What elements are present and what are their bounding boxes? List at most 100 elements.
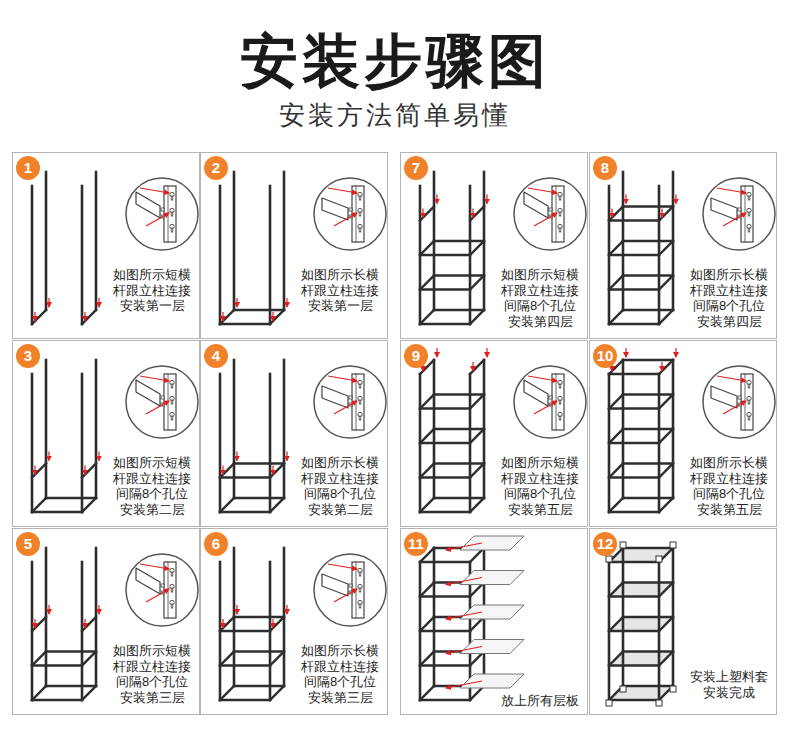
red-arrow: [446, 578, 482, 585]
short-beam: [220, 464, 234, 478]
red-arrow: [84, 619, 85, 628]
upright-post: [233, 172, 236, 310]
detail-circle: [126, 554, 198, 626]
short-beam: [420, 241, 434, 255]
short-beam: [420, 464, 434, 478]
upright-post: [269, 186, 272, 324]
upright-post: [283, 172, 286, 310]
upright-post: [658, 186, 661, 324]
long-beam: [623, 650, 673, 652]
short-beam: [470, 241, 484, 255]
long-beam: [434, 393, 484, 395]
short-beam: [270, 498, 284, 512]
short-beam: [609, 429, 623, 443]
long-beam: [623, 240, 673, 242]
beam-detail: [711, 198, 737, 220]
short-beam: [32, 617, 46, 631]
red-arrow: [661, 209, 662, 218]
short-beam: [609, 464, 623, 478]
detail-circle: [703, 366, 775, 438]
red-arrow: [98, 298, 99, 307]
step-number: 12: [593, 532, 617, 556]
long-beam: [46, 497, 96, 499]
long-beam: [420, 407, 470, 409]
post-detail: [552, 374, 564, 430]
long-beam: [234, 685, 284, 687]
long-beam: [609, 219, 659, 221]
upright-post: [469, 374, 472, 512]
keyhole: [559, 400, 561, 404]
shelf-board: [460, 640, 524, 654]
red-arrow: [286, 298, 287, 307]
long-beam: [434, 497, 484, 499]
long-beam: [420, 476, 470, 478]
long-beam: [623, 581, 673, 583]
red-arrow: [675, 348, 676, 357]
step-caption: 如图所示长横 杆跟立柱连接 间隔8个孔位 安装第三层: [293, 643, 387, 705]
post-detail: [552, 186, 564, 242]
long-beam: [609, 373, 659, 375]
step-caption: 安装上塑料套 安装完成: [682, 669, 776, 700]
post-detail: [352, 186, 364, 242]
step-number: 3: [16, 344, 40, 368]
short-beam: [659, 395, 673, 409]
long-beam: [234, 650, 284, 652]
post-detail: [741, 374, 753, 430]
long-beam: [420, 699, 470, 701]
post-detail: [352, 374, 364, 430]
red-arrow: [48, 452, 49, 461]
shelf-board: [609, 548, 673, 562]
short-beam: [470, 276, 484, 290]
post-detail: [352, 562, 364, 618]
upright-post: [608, 374, 611, 512]
long-beam: [32, 511, 82, 513]
upright-post: [95, 360, 98, 498]
step-number-text: 7: [404, 156, 428, 180]
upright-post: [31, 374, 34, 512]
beam-detail: [322, 198, 348, 220]
upright-post: [45, 360, 48, 498]
shelf-board: [460, 674, 524, 688]
long-beam: [434, 240, 484, 242]
short-beam: [220, 310, 234, 324]
red-arrow: [436, 195, 437, 204]
red-arrow: [34, 312, 35, 321]
red-arrow: [472, 209, 473, 218]
long-beam: [623, 685, 673, 687]
upright-post: [45, 172, 48, 310]
beam-detail: [524, 380, 548, 406]
upright-post: [419, 186, 422, 324]
short-beam: [659, 241, 673, 255]
plastic-cap: [606, 556, 612, 562]
short-beam: [609, 652, 623, 666]
red-arrow: [34, 619, 35, 628]
keyhole: [171, 604, 173, 608]
step-panel: 如图所示短横 杆跟立柱连接 安装第一层1: [12, 152, 200, 339]
keyhole: [171, 384, 173, 388]
keyhole: [748, 228, 750, 232]
keyhole: [748, 196, 750, 200]
shelf-board: [460, 571, 524, 585]
step-caption: 如图所示短横 杆跟立柱连接 间隔8个孔位 安装第三层: [105, 643, 199, 705]
long-beam: [623, 462, 673, 464]
long-beam: [623, 205, 673, 207]
plastic-cap: [656, 556, 662, 562]
page-title: 安装步骤图: [0, 28, 790, 94]
red-arrow: [34, 466, 35, 475]
short-beam: [420, 207, 434, 221]
keyhole: [748, 416, 750, 420]
short-beam: [82, 686, 96, 700]
short-beam: [609, 498, 623, 512]
red-arrow: [222, 312, 223, 321]
short-beam: [82, 617, 96, 631]
short-beam: [659, 617, 673, 631]
keyhole: [171, 588, 173, 592]
step-caption: 如图所示长横 杆跟立柱连接 间隔8个孔位 安装第四层: [682, 267, 776, 329]
upright-post: [31, 562, 34, 700]
red-arrow: [446, 647, 482, 654]
step-number: 10: [593, 344, 617, 368]
red-arrow: [334, 213, 357, 226]
short-beam: [659, 583, 673, 597]
short-beam: [609, 617, 623, 631]
